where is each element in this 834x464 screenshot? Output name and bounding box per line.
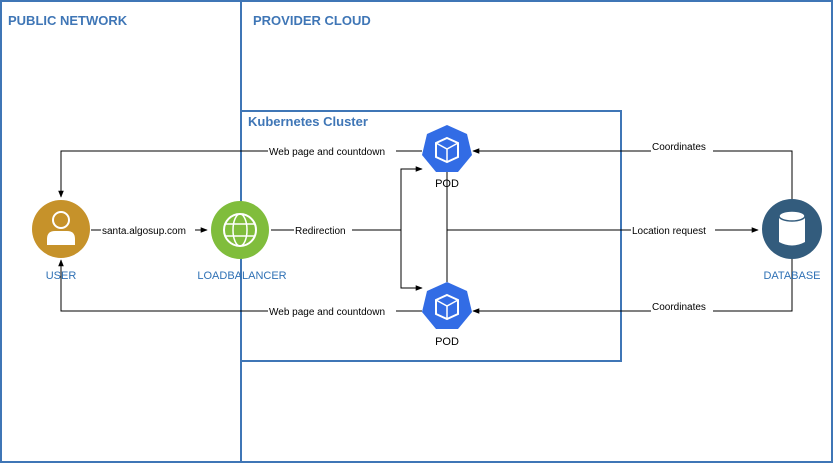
pod-top-node[interactable] [422, 125, 472, 172]
edge-coordinates-bottom [472, 258, 793, 314]
edge-coordinates-top [472, 148, 793, 200]
edge-label-web-page-bottom: Web page and countdown [269, 307, 385, 318]
edge-label-web-page-top: Web page and countdown [269, 147, 385, 158]
edge-label-coordinates-top: Coordinates [652, 142, 706, 153]
edge-redirection-bottom [400, 230, 423, 291]
public-network-title: PUBLIC NETWORK [8, 13, 128, 28]
user-node[interactable] [32, 200, 90, 258]
pod-top-label: POD [435, 178, 459, 190]
loadbalancer-label: LOADBALANCER [197, 270, 286, 282]
kubernetes-cluster-title: Kubernetes Cluster [248, 114, 368, 129]
provider-cloud-title: PROVIDER CLOUD [253, 13, 371, 28]
edge-label-location-request: Location request [632, 226, 706, 237]
edge-label-url: santa.algosup.com [102, 226, 186, 237]
pod-bottom-label: POD [435, 336, 459, 348]
edge-label-redirection: Redirection [295, 226, 346, 237]
database-node[interactable] [762, 199, 822, 259]
database-label: DATABASE [763, 270, 820, 282]
user-label: USER [46, 270, 77, 282]
loadbalancer-icon [211, 201, 269, 259]
pod-bottom-node[interactable] [422, 282, 472, 329]
edge-label-coordinates-bottom: Coordinates [652, 302, 706, 313]
edge-redirection-top [400, 166, 423, 230]
loadbalancer-node[interactable] [211, 201, 269, 259]
